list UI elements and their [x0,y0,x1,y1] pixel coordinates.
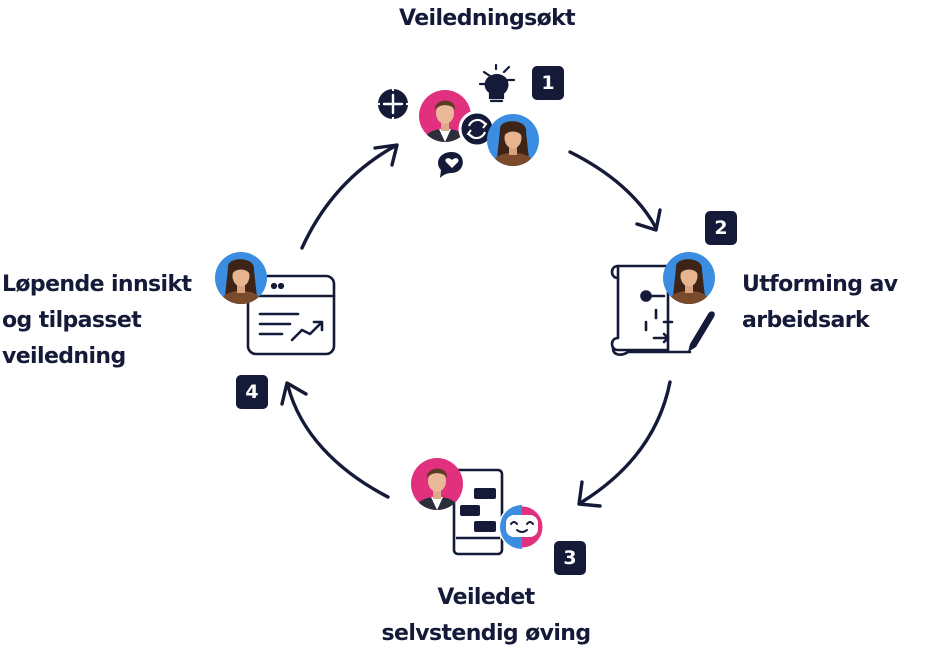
arrow-4-to-1 [300,144,397,250]
step-2-label: Utforming av arbeidsark [742,267,898,339]
chat-phone-icon [452,468,504,556]
pen-icon [688,311,715,352]
step-2-label-line-1: Utforming av [742,272,898,297]
step-1-label: Veiledningsøkt [399,1,576,37]
woman-avatar [215,252,267,304]
step-3-badge: 3 [554,541,586,575]
lightbulb-icon [478,63,516,103]
heart-chat-icon [438,152,463,178]
step-3-label-line-2: selvstendig øving [381,621,592,646]
arrow-4-to-1-head [373,143,399,167]
step-4-label-line-3: veiledning [2,344,126,369]
step-2-badge: 2 [705,211,737,245]
woman-avatar [663,252,715,304]
arrow-1-to-2-head [635,208,662,232]
step-4-label-line-2: og tilpasset [2,308,142,333]
worksheet-icon-cluster [610,252,715,356]
session-icon-cluster [376,63,539,178]
crosshair-icon [376,87,410,121]
arrow-3-to-4-head [280,381,308,406]
arrow-3-to-4 [286,384,390,499]
arrow-2-to-3 [580,380,672,504]
step-1-badge: 1 [532,66,564,100]
arrow-1-to-2 [568,150,658,230]
step-4-badge: 4 [236,375,268,409]
analytics-browser-icon [246,274,336,356]
step-4-label: Løpende innsikt og tilpasset veiledning [2,267,192,375]
woman-avatar [487,114,539,166]
step-1-label-line-1: Veiledningsøkt [399,6,576,31]
step-3-label: Veiledet selvstendig øving [381,580,592,652]
practice-icon-cluster [411,458,546,556]
scroll-document-icon [610,264,692,356]
arrow-2-to-3-head [577,480,602,508]
step-3-label-line-1: Veiledet [437,585,535,610]
insight-icon-cluster [215,252,336,356]
step-2-label-line-2: arbeidsark [742,308,870,333]
chatbot-icon [498,503,546,551]
cycle-arrows [280,143,672,508]
step-4-label-line-1: Løpende innsikt [2,272,192,297]
